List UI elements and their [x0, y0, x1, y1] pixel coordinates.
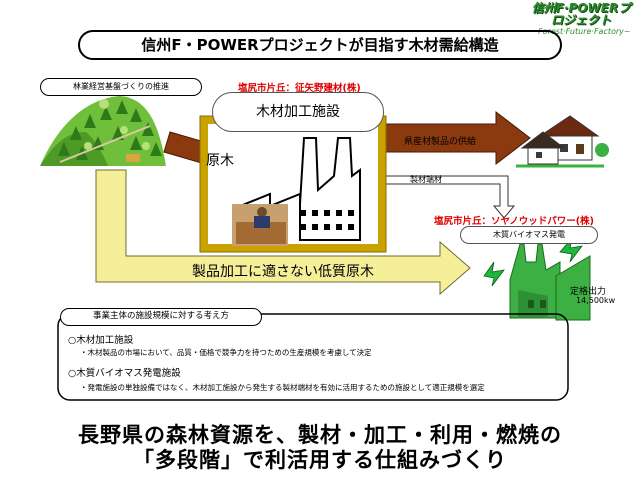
company-label-1: 塩尻市片丘：征矢野建材(株) [238, 83, 361, 94]
page-title: 信州F・POWERプロジェクトが目指す木材需給構造 [78, 30, 562, 60]
policy-item-2-body: ・発電施設の単独設備ではなく、木材加工施設から発生する製材端材を有効に活用するた… [80, 383, 485, 392]
policy-header: 事業主体の施設規模に対する考え方 [60, 308, 262, 326]
lowgrade-label: 製品加工に適さない低質原木 [192, 264, 374, 280]
policy-item-2-head: ○木質バイオマス発電施設 [68, 368, 181, 379]
wood-processing-factory [199, 115, 387, 253]
forest-label: 林業経営基盤づくりの推進 [40, 78, 202, 96]
houses-illustration [516, 115, 609, 168]
lowgrade-arrow [95, 169, 471, 296]
project-logo: 信州F·POWERプロジェクト ~Forest·Future·Factory~ [526, 1, 636, 36]
raw-wood-label: 原木 [206, 153, 234, 169]
forest-illustration [40, 96, 166, 166]
capacity-value: 14,500kw [576, 296, 616, 305]
biomass-label: 木質バイオマス発電 [460, 226, 598, 244]
capacity-title: 定格出力 [570, 287, 607, 297]
logo-subtitle: ~Forest·Future·Factory~ [531, 27, 631, 36]
worker-photo [232, 204, 288, 246]
supply-label: 県産材製品の供給 [404, 137, 477, 147]
policy-item-1-head: ○木材加工施設 [68, 335, 134, 346]
tagline-line-2: 「多段階」で利活用する仕組みづくり [133, 448, 507, 472]
tagline-line-1: 長野県の森林資源を、製材・加工・利用・燃焼の [78, 423, 562, 447]
facility-title: 木材加工施設 [212, 92, 384, 132]
scrap-label: 製材端材 [410, 175, 442, 184]
supply-arrow [385, 110, 531, 166]
biomass-power-plant [483, 236, 591, 321]
scrap-arrow [385, 175, 516, 219]
logo-title: 信州F·POWERプロジェクト [531, 1, 631, 27]
company-label-2: 塩尻市片丘：ソヤノウッドパワー(株) [434, 216, 594, 227]
policy-item-1-body: ・木材製品の市場において、品質・価格で競争力を持つための生産規模を考慮して決定 [80, 348, 372, 357]
policy-panel [57, 313, 569, 401]
